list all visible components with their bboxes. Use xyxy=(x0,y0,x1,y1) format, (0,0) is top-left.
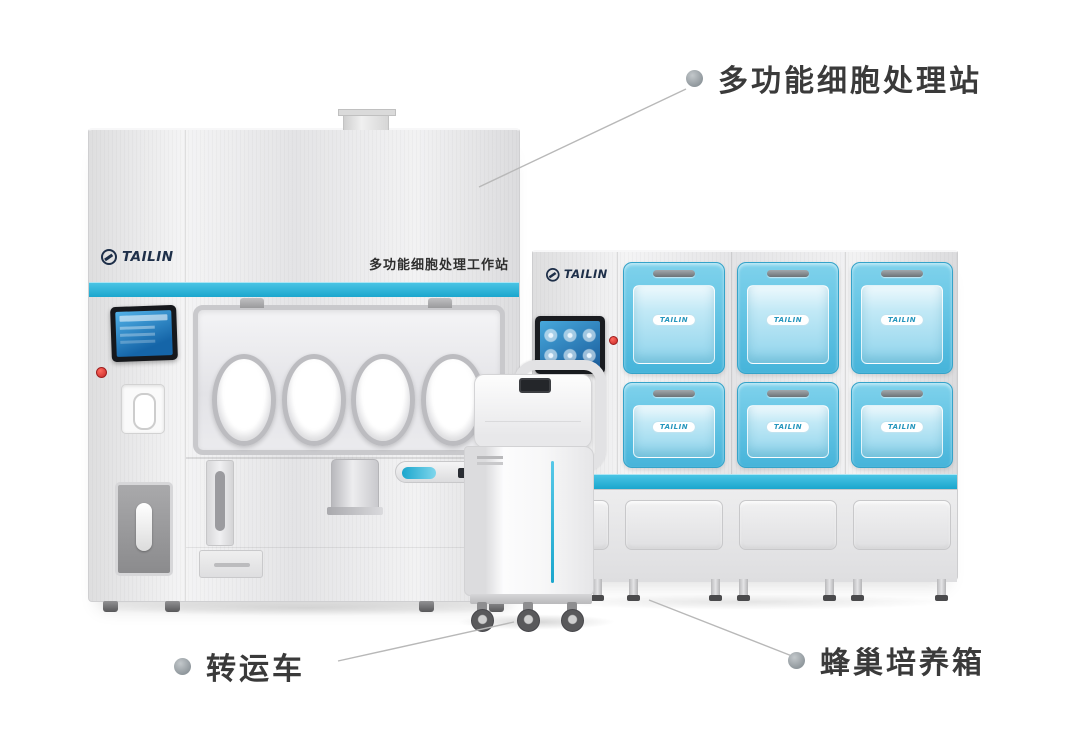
tailin-logo: TAILIN xyxy=(101,249,174,265)
workstation-title: 多功能细胞处理工作站 xyxy=(368,258,509,273)
machine-foot xyxy=(823,579,836,601)
cart-caster xyxy=(560,602,584,632)
machine-foot xyxy=(419,601,434,612)
window-hinge xyxy=(428,298,452,308)
accent-stripe xyxy=(89,282,519,297)
cart-panel-seam xyxy=(485,421,581,422)
cart-display xyxy=(519,378,551,393)
machine-foot xyxy=(627,579,640,601)
door-handle xyxy=(881,390,923,397)
lower-access-door xyxy=(115,482,173,576)
machine-foot xyxy=(709,579,722,601)
cell-processing-workstation: TAILIN 多功能细胞处理工作站 xyxy=(88,109,520,612)
incubator-door: TAILIN xyxy=(623,262,725,374)
drawer-panel xyxy=(853,500,951,550)
door-handle xyxy=(653,390,695,397)
door-handle xyxy=(881,270,923,277)
machine-foot xyxy=(851,579,864,601)
panel-seam xyxy=(731,252,732,474)
workstation-floor-shadow xyxy=(92,600,520,616)
drawer-panel xyxy=(199,550,263,578)
worktop-seam xyxy=(186,457,520,459)
machine-foot xyxy=(489,601,504,612)
door-handle xyxy=(653,270,695,277)
touchscreen-display xyxy=(115,310,173,357)
tailin-logo-icon xyxy=(546,268,560,282)
callout-bullet-icon xyxy=(686,69,703,87)
door-brand-badge: TAILIN xyxy=(765,314,811,327)
door-brand-badge: TAILIN xyxy=(651,420,697,433)
transfer-cart xyxy=(454,360,618,632)
chamber-window xyxy=(193,298,505,455)
glove-port xyxy=(351,354,415,446)
panel-seam xyxy=(617,252,618,474)
machine-foot xyxy=(103,601,118,612)
door-brand-badge: TAILIN xyxy=(765,420,811,433)
callout-label: 转运车 xyxy=(206,652,305,687)
incubator-door: TAILIN xyxy=(737,262,839,374)
incubator-door: TAILIN xyxy=(623,382,725,468)
machine-foot xyxy=(591,579,604,601)
door-brand-badge: TAILIN xyxy=(879,314,925,327)
cart-top-module xyxy=(474,374,592,448)
callout-label: 蜂巢培养箱 xyxy=(820,646,985,681)
cart-label-mark xyxy=(477,456,503,459)
equipment-cylinder xyxy=(327,459,383,515)
tailin-logo-text: TAILIN xyxy=(122,249,174,265)
cart-cabinet xyxy=(464,446,594,596)
support-column xyxy=(206,460,234,546)
base-seam xyxy=(186,547,520,548)
drawer-panel xyxy=(625,500,723,550)
callout-bullet-icon xyxy=(788,651,805,669)
control-touchscreen xyxy=(110,304,178,363)
red-indicator-button xyxy=(609,336,618,345)
lower-cabinet xyxy=(533,489,957,582)
door-handle xyxy=(767,270,809,277)
panel-seam xyxy=(185,130,186,601)
cart-base xyxy=(470,594,592,604)
door-brand-badge: TAILIN xyxy=(651,314,697,327)
access-port xyxy=(121,384,165,434)
door-brand-badge: TAILIN xyxy=(879,420,925,433)
callout-incubator: 蜂巢培养箱 xyxy=(788,638,985,682)
glove-port xyxy=(282,354,346,446)
tailin-logo-text: TAILIN xyxy=(563,268,608,282)
callout-workstation: 多功能细胞处理站 xyxy=(686,56,982,100)
emergency-stop-button xyxy=(96,367,107,378)
incubator-door: TAILIN xyxy=(851,262,953,374)
tailin-logo: TAILIN xyxy=(546,268,608,282)
accent-stripe xyxy=(533,474,957,489)
callout-bullet-icon xyxy=(174,657,191,675)
incubator-door: TAILIN xyxy=(851,382,953,468)
window-hinge xyxy=(240,298,264,308)
door-handle xyxy=(767,390,809,397)
machine-foot xyxy=(737,579,750,601)
glove-port xyxy=(212,354,276,446)
cart-caster xyxy=(470,602,494,632)
machine-foot xyxy=(935,579,948,601)
incubator-door: TAILIN xyxy=(737,382,839,468)
exhaust-vent xyxy=(338,109,396,130)
machine-foot xyxy=(165,601,180,612)
cart-caster xyxy=(516,602,540,632)
cart-accent-line xyxy=(551,461,554,583)
callout-cart: 转运车 xyxy=(174,644,305,688)
panel-seam xyxy=(845,252,846,474)
drawer-panel xyxy=(739,500,837,550)
tailin-logo-icon xyxy=(101,249,117,265)
callout-label: 多功能细胞处理站 xyxy=(718,64,982,99)
